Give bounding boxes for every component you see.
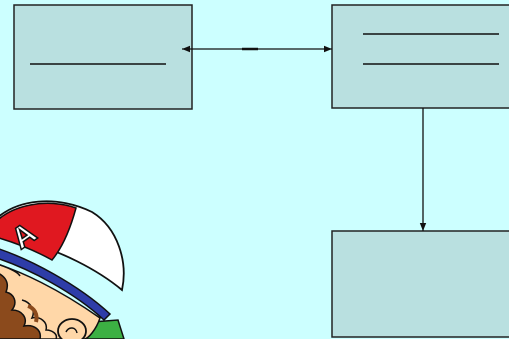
- mascot-ear: [57, 318, 87, 339]
- box-a-rect: [13, 4, 193, 110]
- box-b-rect: [331, 4, 509, 109]
- box-c: [331, 230, 509, 338]
- box-a: [13, 4, 193, 110]
- mascot-cap-brim: [0, 248, 112, 322]
- box-b: [331, 4, 509, 109]
- box-c-rect: [331, 230, 509, 338]
- mascot-hair: [0, 273, 42, 339]
- cartoon-child-with-cap-icon: A: [0, 200, 125, 339]
- mascot-cap-panel: [0, 202, 77, 261]
